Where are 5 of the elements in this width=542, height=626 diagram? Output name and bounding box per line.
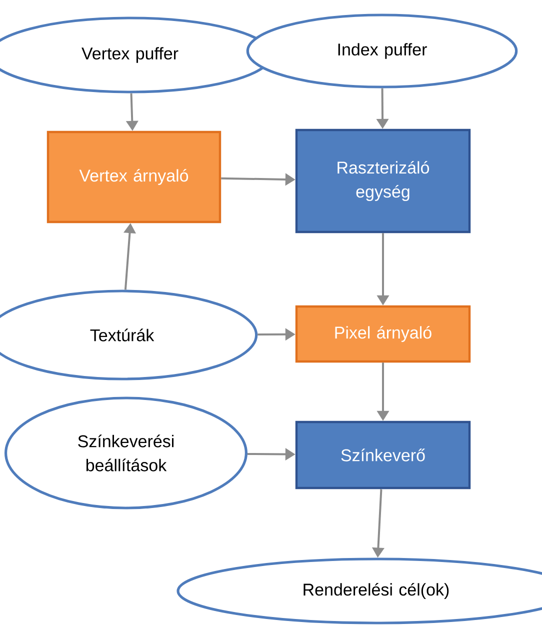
shader-box: Pixel árnyaló (295, 305, 471, 363)
stage-box: Raszterizáló egység (295, 128, 471, 234)
stage-box: Színkeverő (295, 420, 471, 490)
shader-box: Vertex árnyaló (46, 130, 222, 224)
node-label: Index puffer (338, 43, 427, 59)
